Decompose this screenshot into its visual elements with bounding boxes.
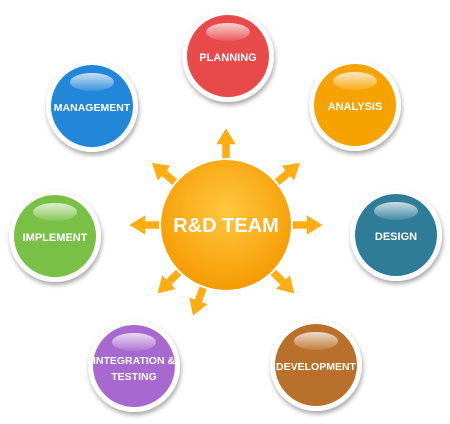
center-hub: R&D TEAM <box>126 125 326 319</box>
gloss-highlight <box>70 73 114 91</box>
node-implement: IMPLEMENT <box>9 190 101 282</box>
node-management: MANAGEMENT <box>46 60 138 152</box>
gloss-highlight <box>33 203 77 221</box>
gloss-highlight <box>333 72 377 90</box>
integration-label-line2: TESTING <box>111 371 157 383</box>
blue-circle-icon <box>51 65 133 147</box>
gloss-highlight <box>374 202 418 220</box>
brown-circle-icon <box>275 324 357 406</box>
node-planning: PLANNING <box>182 10 274 102</box>
purple-circle-icon <box>93 325 175 407</box>
planning-label: PLANNING <box>199 52 256 64</box>
node-design: DESIGN <box>350 189 442 281</box>
node-development: DEVELOPMENT <box>270 319 362 411</box>
analysis-label: ANALYSIS <box>328 101 383 113</box>
red-circle-icon <box>187 15 269 97</box>
green-circle-icon <box>14 195 96 277</box>
teal-circle-icon <box>355 194 437 276</box>
gloss-highlight <box>112 333 156 351</box>
gloss-highlight <box>206 23 250 41</box>
node-analysis: ANALYSIS <box>309 59 401 151</box>
hub-label: R&D TEAM <box>173 215 279 237</box>
hub-circle <box>159 158 293 292</box>
integration-label-line1: INTEGRATION & <box>93 355 175 367</box>
gloss-highlight <box>294 332 338 350</box>
design-label: DESIGN <box>375 231 417 243</box>
orange-circle-icon <box>314 64 396 146</box>
development-label: DEVELOPMENT <box>276 361 357 373</box>
implement-label: IMPLEMENT <box>23 232 88 244</box>
management-label: MANAGEMENT <box>54 102 131 114</box>
node-integration: INTEGRATION & TESTING <box>88 320 180 412</box>
